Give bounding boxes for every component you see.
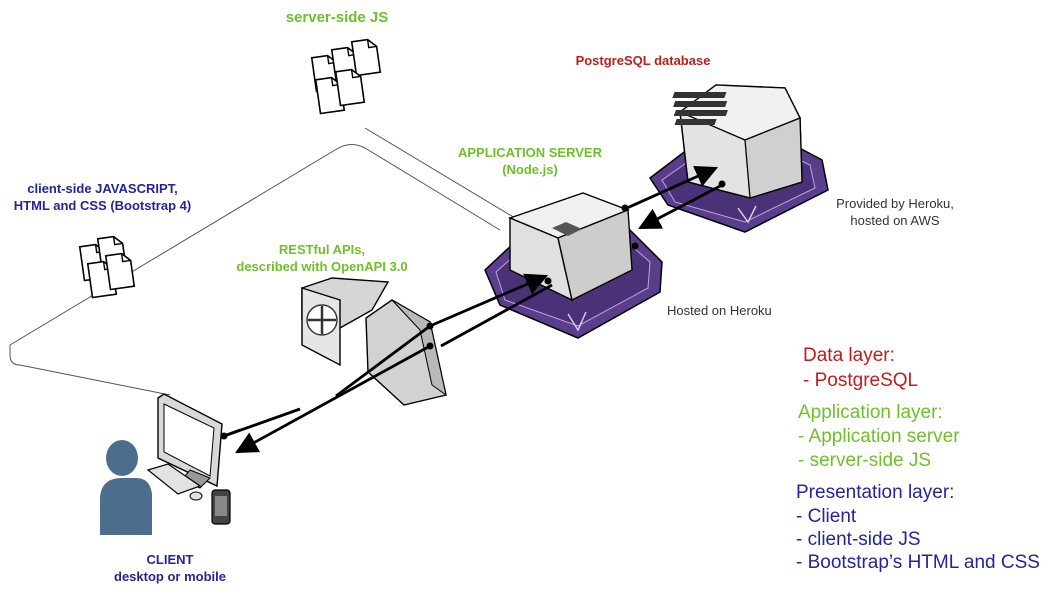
legend-presentation-item: - client-side JS <box>796 529 921 550</box>
restful-apis-label-line1: RESTful APIs, <box>278 242 366 257</box>
client-side-label-line2: HTML and CSS (Bootstrap 4) <box>13 198 192 213</box>
mobile-phone-icon <box>211 489 231 525</box>
legend-presentation-item: - Bootstrap’s HTML and CSS <box>796 552 1040 573</box>
server-js-connector <box>364 127 516 219</box>
legend-presentation-title: Presentation layer: <box>796 482 955 503</box>
client-label-line1: CLIENT <box>146 552 194 567</box>
application-server-label: APPLICATION SERVER (Node.js) <box>430 144 630 178</box>
legend-app-title: Application layer: <box>798 402 943 423</box>
hosted-on-heroku-label: Hosted on Heroku <box>667 303 772 318</box>
document-stack-icon <box>78 234 136 299</box>
firewall-icon <box>301 277 447 406</box>
restful-apis-label: RESTful APIs, described with OpenAPI 3.0 <box>212 241 432 275</box>
client-side-label: client-side JAVASCRIPT, HTML and CSS (Bo… <box>0 180 205 214</box>
database-server-icon <box>648 84 829 233</box>
desktop-computer-icon <box>146 393 223 501</box>
restful-apis-label-line2: described with OpenAPI 3.0 <box>236 259 408 274</box>
provided-by-heroku-label: Provided by Heroku, hosted on AWS <box>820 195 970 229</box>
legend-presentation-item: - Client <box>796 506 857 527</box>
legend-app-item: - Application server <box>798 426 960 447</box>
client-side-label-line1: client-side JAVASCRIPT, <box>27 181 178 196</box>
user-icon <box>100 440 152 535</box>
application-server-label-line1: APPLICATION SERVER <box>458 145 602 160</box>
client-js-connector <box>9 144 501 396</box>
server-side-js-label: server-side JS <box>285 9 389 26</box>
application-server-label-line2: (Node.js) <box>502 162 558 177</box>
postgres-database-label: PostgreSQL database <box>575 53 711 68</box>
application-server-icon <box>484 192 663 339</box>
legend-data-title: Data layer: <box>803 345 895 366</box>
provided-by-heroku-label-line1: Provided by Heroku, <box>836 196 954 211</box>
provided-by-heroku-label-line2: hosted on AWS <box>850 213 940 228</box>
data-flow-arrows <box>220 166 725 454</box>
document-stack-icon <box>310 37 382 115</box>
client-label-line2: desktop or mobile <box>114 569 226 584</box>
client-label: CLIENT desktop or mobile <box>100 551 240 585</box>
legend-data-item: - PostgreSQL <box>803 370 919 391</box>
legend-app-item: - server-side JS <box>798 450 932 471</box>
